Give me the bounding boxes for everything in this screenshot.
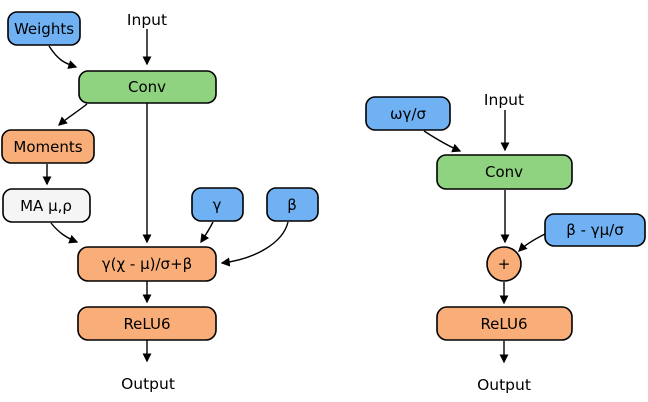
relu-label: ReLU6 [480, 315, 527, 333]
folded-bias-box [544, 213, 646, 247]
add-label: + [498, 255, 511, 273]
conv-label: Conv [485, 163, 523, 181]
input-label: Input [484, 91, 524, 109]
moving-average-label: MA μ,ρ [20, 197, 72, 215]
gamma-node: γ [191, 187, 244, 222]
relu-box [436, 306, 573, 341]
relu-label: ReLU6 [123, 315, 170, 333]
conv-node: Conv [78, 70, 217, 104]
weights-node: Weights [7, 11, 81, 46]
arrow-folded-weights-to-conv [423, 130, 462, 153]
arrow-weights-to-conv [48, 45, 78, 69]
folded-graph: Input ωγ/σ Conv β - γμ/σ + ReLU6 Output [365, 91, 646, 394]
conv-node: Conv [436, 154, 573, 190]
batchnorm-formula-node: γ(χ - μ)/σ+β [77, 246, 217, 282]
arrow-gamma-to-batchnorm [200, 221, 214, 244]
folded-weights-label: ωγ/σ [390, 105, 426, 123]
gamma-box [191, 187, 244, 222]
moments-node: Moments [1, 129, 95, 164]
gamma-label: γ [213, 196, 222, 214]
add-node: + [486, 246, 522, 282]
beta-box [266, 187, 319, 222]
arrow-moving-avg-to-batchnorm [50, 222, 79, 244]
input-label: Input [127, 11, 167, 29]
moving-average-box [2, 188, 91, 223]
weights-box [7, 11, 81, 46]
relu-node: ReLU6 [436, 306, 573, 341]
add-circle [486, 246, 522, 282]
beta-label: β [287, 196, 297, 214]
relu-node: ReLU6 [77, 306, 217, 341]
moving-average-node: MA μ,ρ [2, 188, 91, 223]
arrow-conv-to-moments [57, 103, 88, 126]
batchnorm-formula-label: γ(χ - μ)/σ+β [102, 255, 192, 273]
weights-label: Weights [14, 20, 74, 38]
beta-node: β [266, 187, 319, 222]
folded-bias-label: β - γμ/σ [566, 221, 624, 239]
conv-label: Conv [128, 78, 166, 96]
training-graph: Input Weights Conv Moments MA μ,ρ γ [1, 11, 319, 393]
moments-label: Moments [13, 138, 82, 156]
output-label: Output [121, 375, 175, 393]
output-label: Output [477, 376, 531, 394]
folded-bias-node: β - γμ/σ [544, 213, 646, 247]
folded-weights-box [365, 96, 451, 131]
arrow-beta-to-batchnorm [220, 221, 289, 267]
moments-box [1, 129, 95, 164]
folded-weights-node: ωγ/σ [365, 96, 451, 131]
conv-box [436, 154, 573, 190]
arrow-folded-bias-to-add [518, 233, 546, 252]
